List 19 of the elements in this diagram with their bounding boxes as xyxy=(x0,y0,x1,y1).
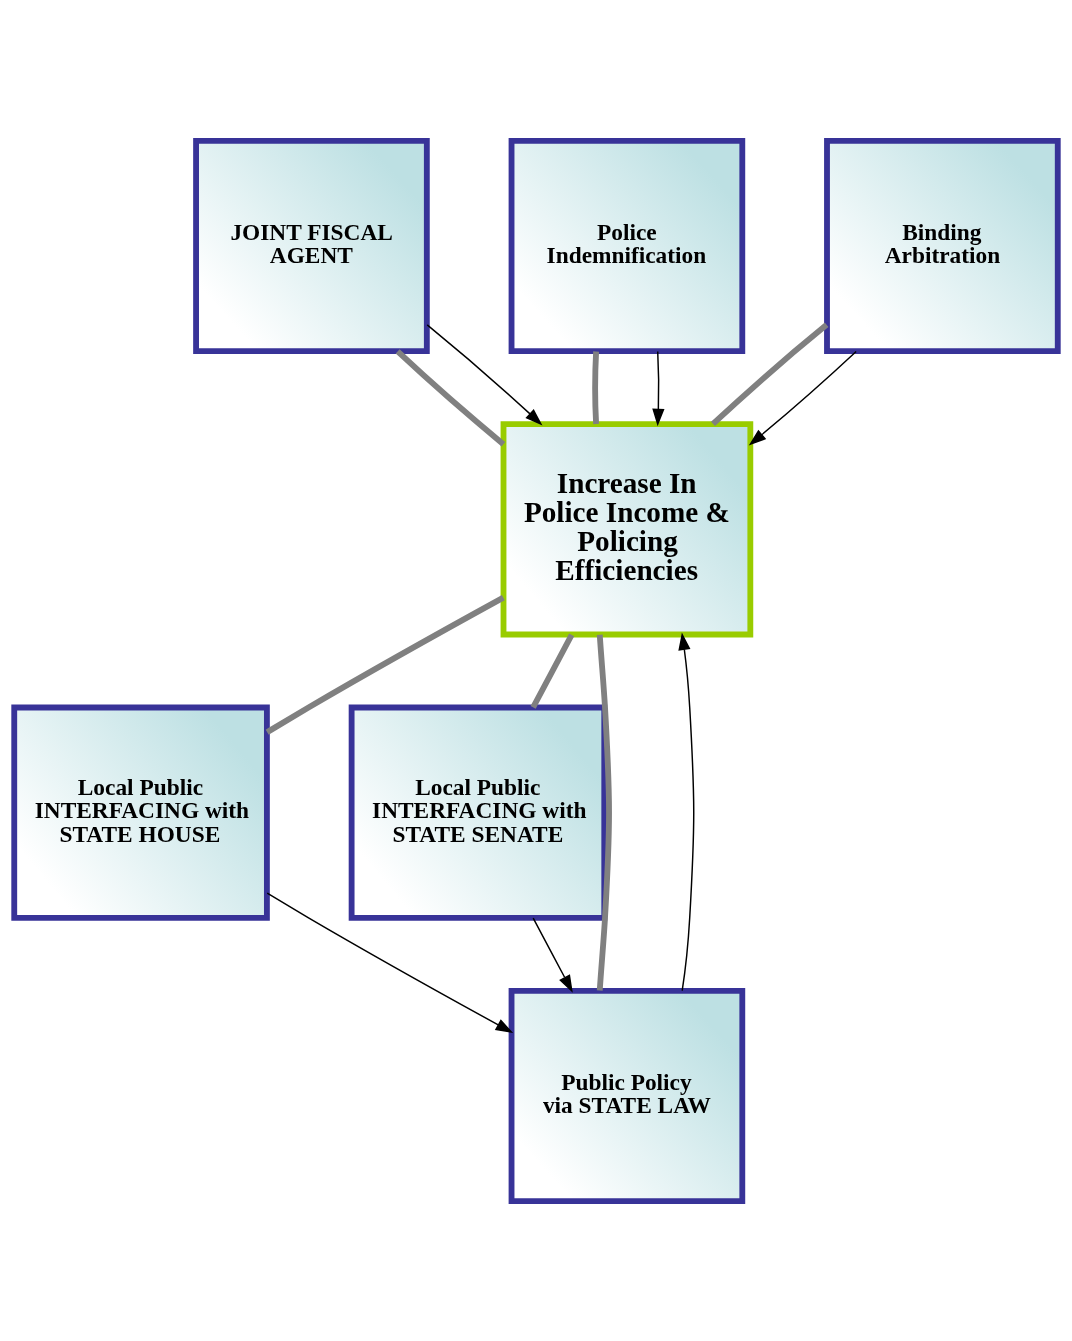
connector xyxy=(265,594,505,735)
node-box: Local Public INTERFACING with STATE SENATE xyxy=(348,704,608,921)
connector xyxy=(592,350,600,424)
node-box: Local Public INTERFACING with STATE HOUSE xyxy=(11,704,270,921)
arrow xyxy=(652,350,665,426)
node-box: Public Policy via STATE LAW xyxy=(508,987,746,1204)
arrow xyxy=(266,891,514,1033)
node-box: Police Indemnification xyxy=(508,137,746,354)
arrow xyxy=(426,323,543,425)
connector xyxy=(711,322,829,426)
node-box: Increase In Police Income & Policing Efficiencies xyxy=(500,420,754,637)
connector xyxy=(596,634,612,991)
arrow xyxy=(532,916,573,993)
node-box: JOINT FISCAL AGENT xyxy=(193,137,430,354)
connector xyxy=(530,632,575,709)
arrow xyxy=(748,350,857,446)
connector xyxy=(395,348,506,446)
node-box: Binding Arbitration xyxy=(824,137,1061,354)
arrow xyxy=(678,632,695,991)
